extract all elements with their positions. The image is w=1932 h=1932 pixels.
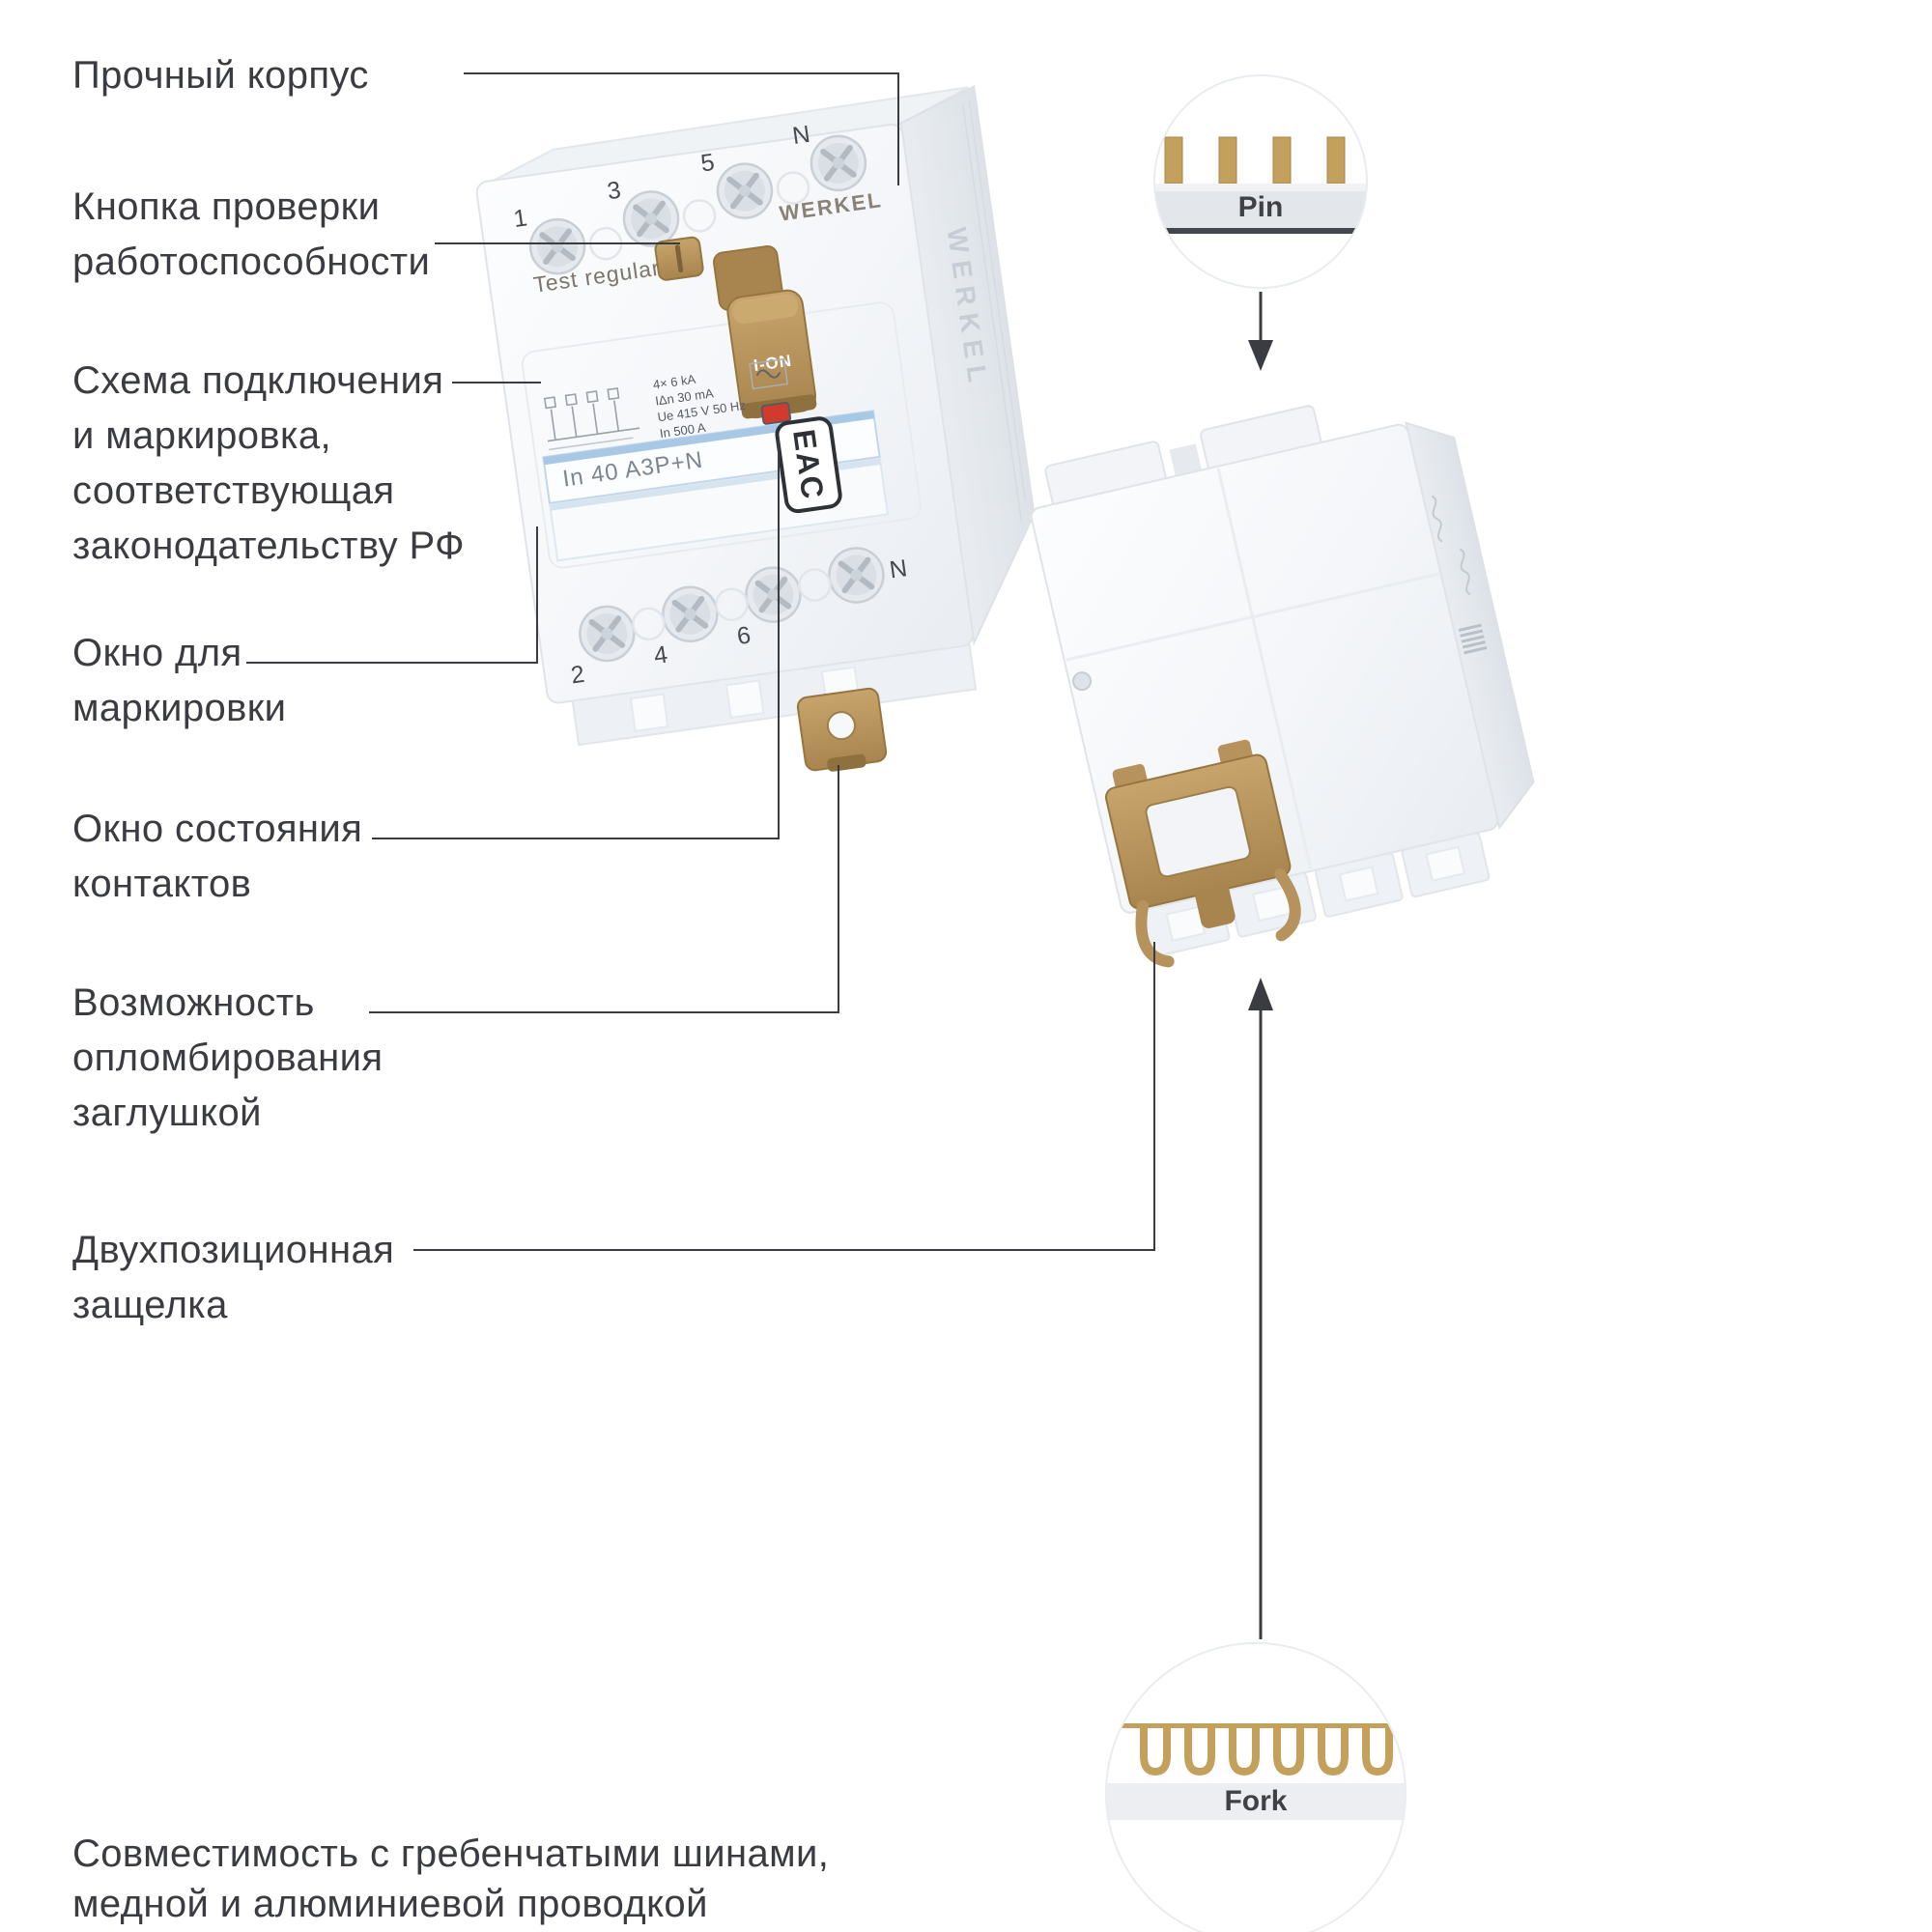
callout-latch: Двухпозиционная защелка <box>72 1229 395 1326</box>
terminal-number: 6 <box>735 621 753 650</box>
pin-busbar-pin <box>1272 136 1292 185</box>
pin-busbar-pin <box>1218 136 1237 185</box>
eac-mark: EAC <box>775 416 842 514</box>
ac-wave-icon <box>755 369 781 379</box>
callout-line-sealing <box>369 765 839 1013</box>
side-seam-lines <box>962 100 1027 522</box>
callout-durable-body: Прочный корпус <box>72 54 369 97</box>
terminal-number: 3 <box>606 177 623 206</box>
wiring-diagram <box>543 387 640 451</box>
terminal-number: N <box>791 121 812 150</box>
seal-latch <box>796 687 888 772</box>
bottom-terminals: 2 4 6 N <box>569 541 909 690</box>
back-screw-hole <box>1072 671 1093 692</box>
front-center-panel <box>521 301 922 569</box>
callout-wiring-schema: Схема подключения и маркировка, соответс… <box>72 359 465 567</box>
pin-busbar-edge <box>1154 228 1367 234</box>
fork-inset: Fork <box>1105 978 1406 1932</box>
callout-line-contact-window <box>372 440 780 839</box>
pin-inset-border <box>1153 74 1368 289</box>
ac-symbol-box <box>749 357 789 390</box>
terminal-number: 5 <box>699 149 717 178</box>
fork-arrow <box>1248 978 1273 1639</box>
din-latch <box>1104 739 1301 968</box>
rcd-front-view: WERKEL 1 3 5 N WERKEL Test regula <box>475 85 1036 772</box>
pin-label: Pin <box>1238 191 1284 223</box>
fork-inset-border <box>1105 1642 1406 1932</box>
pin-inset: Pin <box>1153 74 1368 371</box>
spec-line: 4× 6 kA <box>652 372 696 392</box>
top-terminals: 1 3 5 N <box>512 121 875 278</box>
bottom-feet <box>571 643 978 747</box>
terminal-number: N <box>888 554 909 583</box>
callout-line-marking-window <box>246 526 538 664</box>
rcd-back-view <box>1030 405 1535 968</box>
fork-label: Fork <box>1224 1785 1287 1817</box>
pin-busbar-pin <box>1164 136 1183 185</box>
pin-arrow <box>1248 292 1273 371</box>
pin-busbar-highlight <box>1154 184 1367 191</box>
contact-state-window <box>760 401 792 425</box>
pin-busbar-pin <box>1326 136 1346 185</box>
molded-marks <box>1431 495 1471 596</box>
callout-contact-window: Окно состояния контактов <box>72 808 363 905</box>
terminal-number: 1 <box>512 204 529 233</box>
side-barcode <box>1458 623 1488 655</box>
terminal-number: 4 <box>652 641 669 670</box>
fork-busbar-body <box>1106 1783 1406 1820</box>
back-grooves <box>1065 468 1439 870</box>
callout-line-latch <box>413 942 1155 1251</box>
fork-busbar-spine <box>1106 1723 1406 1728</box>
callout-marking-window: Окно для маркировки <box>72 632 287 729</box>
callout-test-button: Кнопка проверки работоспособности <box>72 185 431 283</box>
test-button <box>654 236 704 281</box>
callout-line-body <box>464 72 899 185</box>
callout-lines <box>246 72 1155 1251</box>
callout-sealing: Возможность опломбирования заглушкой <box>72 981 384 1134</box>
terminal-number: 2 <box>569 661 586 690</box>
footer-compatibility-note: Совместимость с гребенчатыми шинами, мед… <box>72 1833 830 1925</box>
